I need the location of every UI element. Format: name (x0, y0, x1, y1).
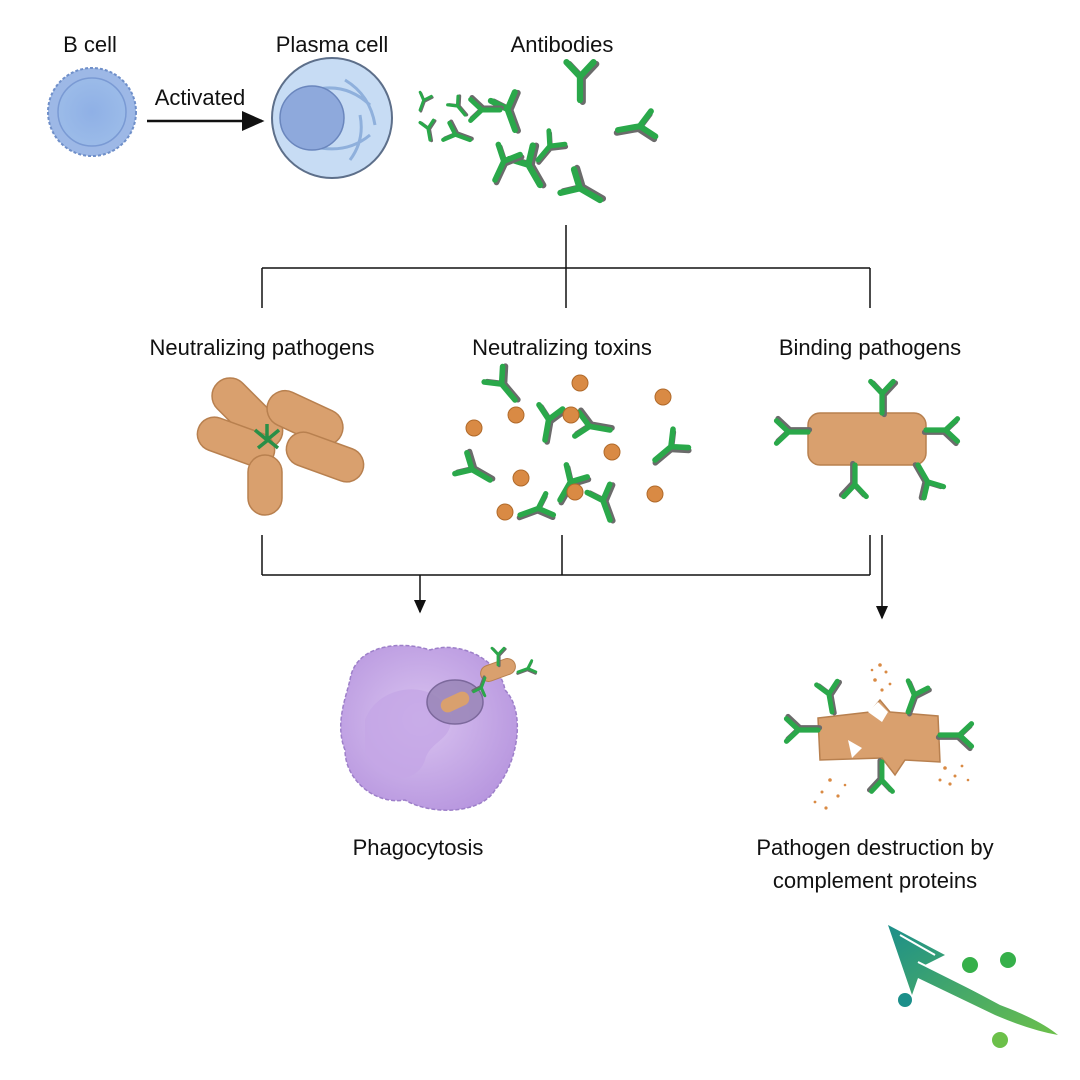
complement-destruction-icon (787, 663, 972, 810)
activated-label: Activated (155, 85, 246, 110)
b-cell-icon (47, 67, 137, 157)
gecko-logo-icon (888, 925, 1058, 1048)
b-cell-label: B cell (63, 32, 117, 57)
neutralizing-pathogens-label: Neutralizing pathogens (149, 335, 374, 360)
neutralized-toxins-icon (455, 365, 690, 528)
complement-label-line2: complement proteins (773, 868, 977, 893)
phagocytosis-label: Phagocytosis (353, 835, 484, 860)
complement-label-line1: Pathogen destruction by (756, 835, 993, 860)
neutralizing-toxins-label: Neutralizing toxins (472, 335, 652, 360)
plasma-cell-label: Plasma cell (276, 32, 388, 57)
antibodies-cluster-icon (412, 62, 656, 212)
antibodies-label: Antibodies (511, 32, 614, 57)
binding-pathogens-label: Binding pathogens (779, 335, 961, 360)
plasma-cell-icon (271, 57, 393, 179)
bound-pathogen-icon (777, 382, 958, 500)
neutralized-pathogens-icon (196, 377, 365, 516)
converge-connector (261, 535, 888, 620)
branch-connector (261, 225, 871, 308)
macrophage-icon (339, 644, 538, 811)
